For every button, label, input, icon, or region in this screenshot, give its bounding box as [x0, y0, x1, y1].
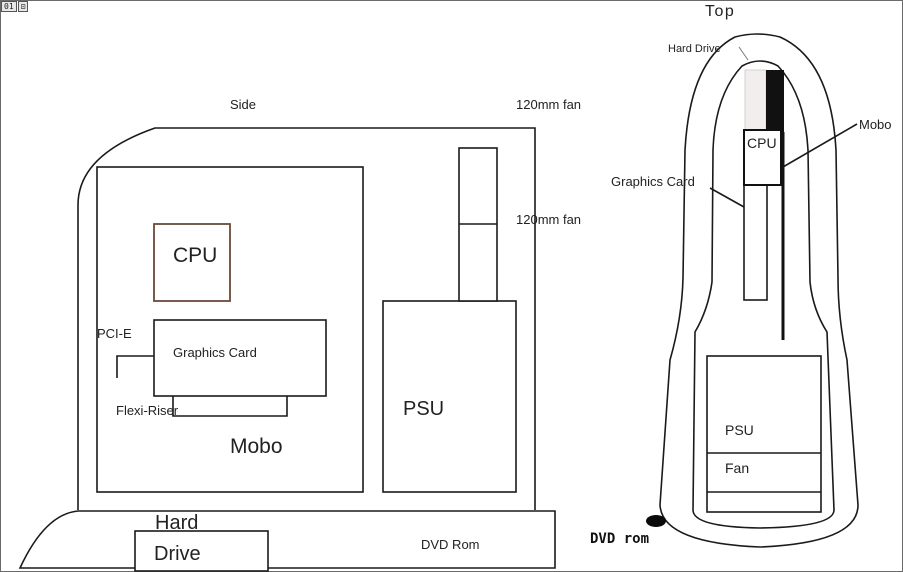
graphics-card-slot	[743, 183, 768, 301]
top-view-title: Top	[705, 3, 735, 20]
window-badges: 01 ⊡	[1, 1, 29, 12]
top-psu-label: PSU	[725, 422, 754, 438]
top-hard-drive-label: Hard Drive	[668, 43, 721, 55]
top-graphics-card-label: Graphics Card	[611, 174, 695, 189]
side-view: Side 120mm fan 120mm fan CPU PCI-E Graph…	[18, 97, 581, 572]
hard-drive-label-line1: Hard	[155, 512, 198, 534]
flexi-riser-label: Flexi-Riser	[116, 403, 179, 418]
flexi-riser-cable	[172, 396, 288, 417]
pcie-label: PCI-E	[97, 326, 132, 341]
mobo-edge	[766, 70, 784, 132]
psu-label: PSU	[403, 398, 444, 420]
cpu-label: CPU	[173, 244, 217, 267]
top-mobo-label: Mobo	[859, 117, 892, 132]
side-view-title: Side	[230, 97, 256, 112]
psu-block	[382, 300, 517, 493]
top-cpu-label: CPU	[747, 135, 777, 151]
pcie-connector	[116, 355, 156, 378]
badge-expand-icon[interactable]: ⊡	[17, 1, 29, 12]
graphics-card-leader	[709, 187, 745, 208]
badge-page-number[interactable]: 01	[1, 1, 17, 12]
fan-top-label: 120mm fan	[516, 97, 581, 112]
dvd-rom-annotation: DVD rom	[590, 531, 649, 547]
dvd-rom-label: DVD Rom	[421, 537, 480, 552]
mobo-label: Mobo	[230, 435, 283, 458]
mobo-leader	[782, 123, 858, 168]
psu-top-block	[706, 355, 822, 513]
top-fan-label: Fan	[725, 460, 749, 476]
cpu-top-block	[743, 129, 782, 186]
graphics-card-label: Graphics Card	[173, 345, 257, 360]
dvd-rom-marker-dot	[646, 515, 666, 527]
cpu-block	[153, 223, 231, 302]
hard-drive-leader	[738, 46, 749, 61]
fan-mid-label: 120mm fan	[516, 212, 581, 227]
hard-drive-block	[134, 530, 269, 572]
top-view: Top Hard Drive Mobo CPU Graphics Card PS…	[611, 3, 892, 548]
hard-drive-slot	[744, 69, 767, 133]
hard-drive-label-line2: Drive	[154, 543, 201, 565]
graphics-card-block	[153, 319, 327, 397]
